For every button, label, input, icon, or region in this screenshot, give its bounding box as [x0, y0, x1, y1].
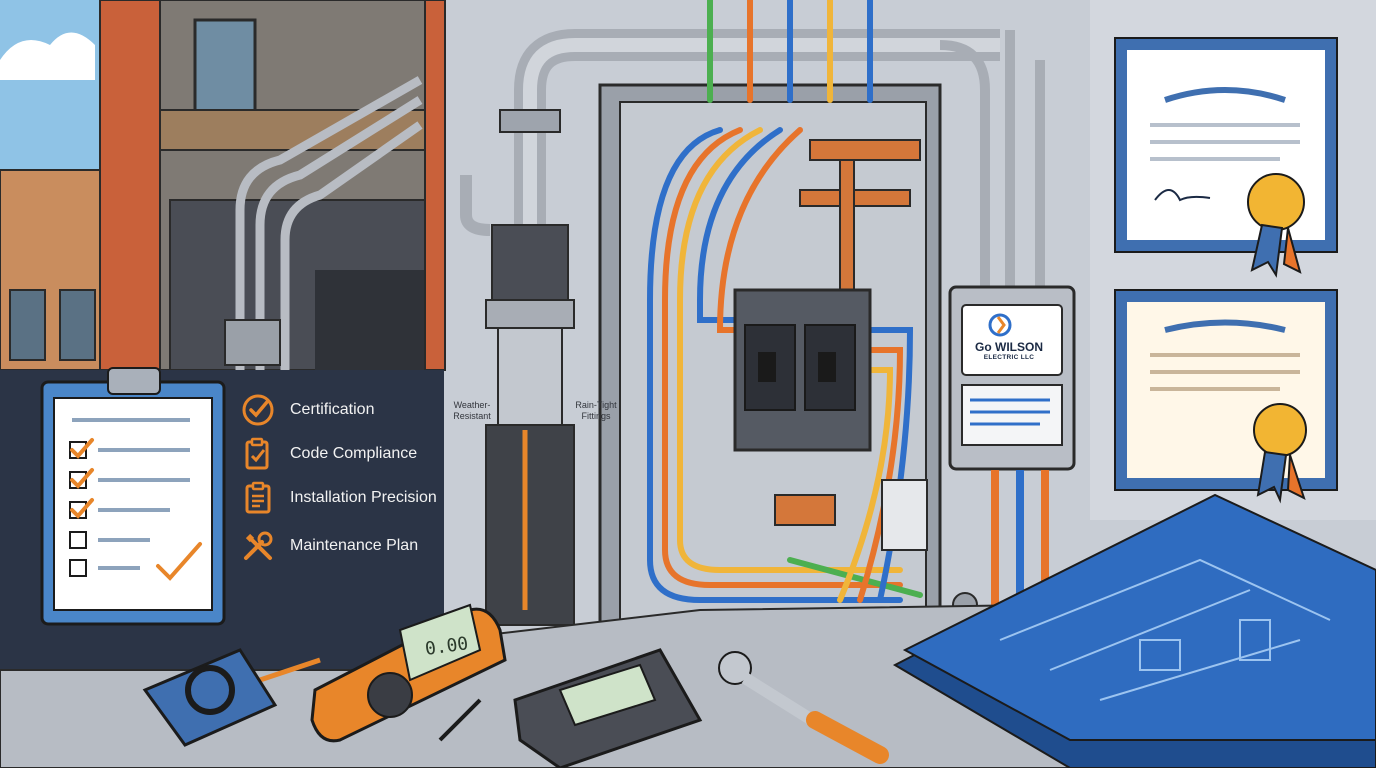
certificates	[1114, 37, 1338, 504]
tester-device	[513, 648, 703, 768]
feature-label: Maintenance Plan	[290, 537, 419, 554]
electrical-panel	[598, 0, 978, 647]
check-circle-icon	[242, 394, 274, 426]
ratchet-wrench	[718, 651, 889, 764]
weather-resistant-label: Weather- Resistant	[453, 400, 491, 421]
checklist-clipboard	[40, 367, 226, 626]
blueprint-stack	[892, 493, 1376, 768]
clipboard-list-icon	[245, 481, 271, 514]
clamp-meter	[142, 648, 278, 747]
multimeter	[259, 603, 507, 743]
feature-code-compliance: Code Compliance	[240, 436, 417, 472]
building	[0, 0, 446, 371]
feature-maintenance-plan: Maintenance Plan	[240, 528, 418, 564]
rain-tight-fittings-label: Rain-Tight Fittings	[575, 400, 617, 421]
wrench-screwdriver-icon	[244, 531, 273, 560]
conduit-pipe	[460, 29, 1000, 626]
feature-installation-precision: Installation Precision	[240, 480, 437, 516]
brand-logo: Go WILSON ELECTRIC LLC	[955, 340, 1063, 361]
brand-subtitle: ELECTRIC LLC	[983, 354, 1035, 361]
clipboard-check-icon	[245, 437, 269, 470]
feature-certification: Certification	[240, 392, 374, 428]
feature-label: Certification	[290, 401, 375, 418]
feature-label: Code Compliance	[290, 445, 418, 462]
feature-label: Installation Precision	[290, 489, 437, 506]
brand-name: Go WILSON	[975, 340, 1043, 354]
